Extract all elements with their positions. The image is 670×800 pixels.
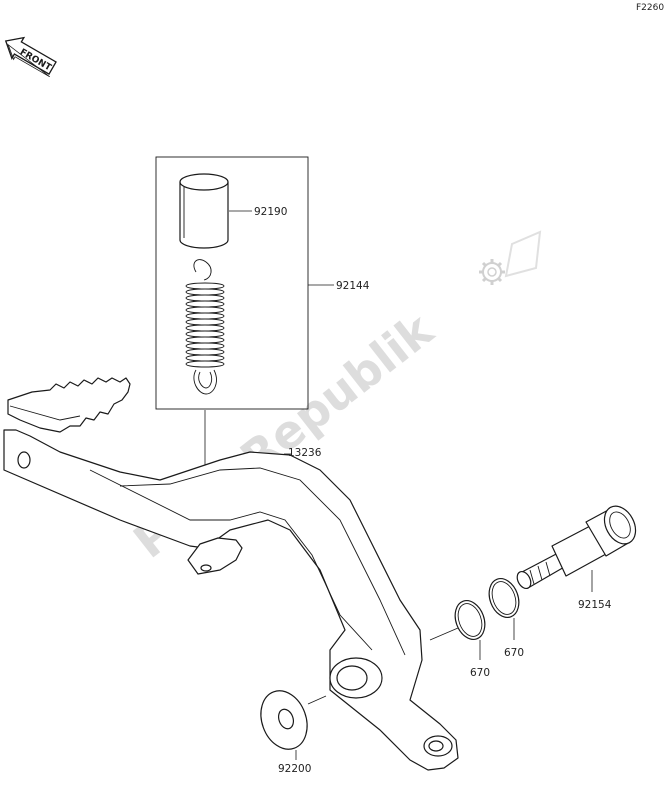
label-collar: 92190 (254, 206, 287, 218)
front-arrow-icon: FRONT (4, 36, 57, 78)
pivot-shaft-part (516, 505, 637, 590)
label-o-ring-outer: 670 (504, 647, 524, 659)
label-washer: 92200 (278, 763, 311, 775)
brake-pedal-part (3, 377, 459, 771)
page-code: F2260 (636, 3, 664, 13)
gear-icon (479, 230, 542, 285)
o-ring-inner-part (454, 600, 486, 640)
label-o-ring-inner: 670 (470, 667, 490, 679)
collar-part (179, 173, 229, 249)
spring-assembly-frame (155, 156, 309, 410)
label-pivot-shaft: 92154 (578, 599, 612, 611)
spring-part (185, 259, 225, 395)
o-ring-outer-part (488, 578, 520, 618)
label-brake-pedal: 13236 (288, 447, 322, 459)
label-spring: 92144 (336, 280, 370, 292)
washer-part (260, 690, 308, 750)
